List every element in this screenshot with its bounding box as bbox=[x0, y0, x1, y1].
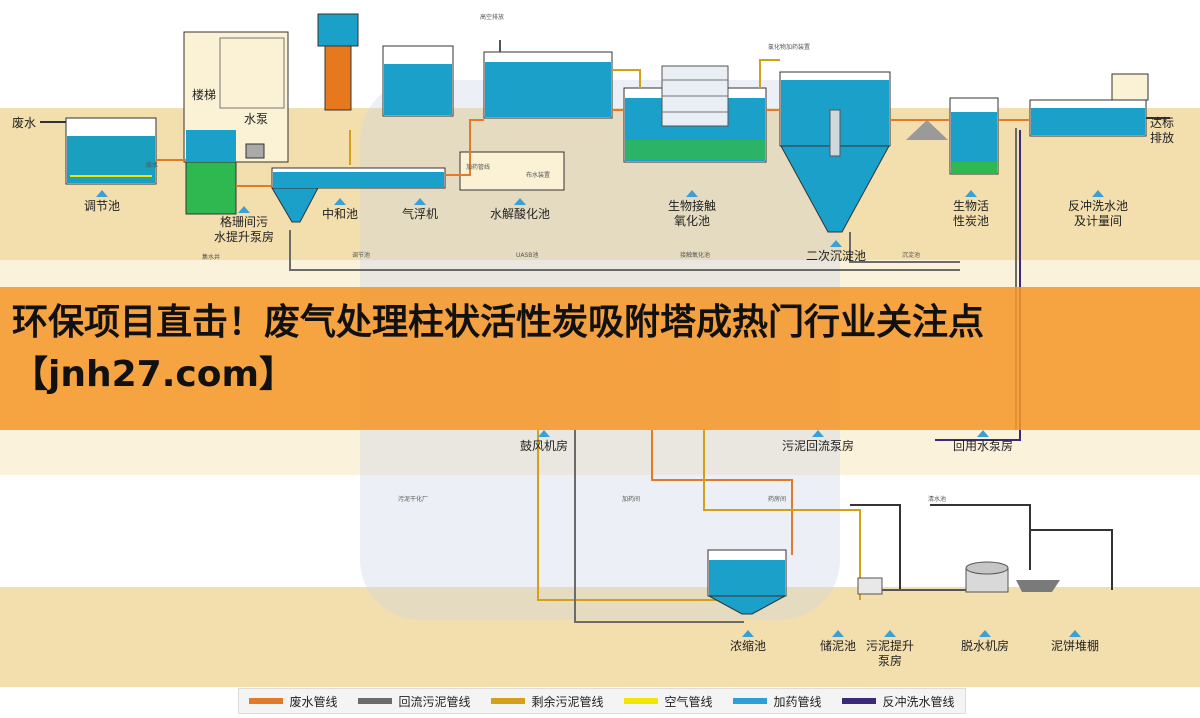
marker-icon bbox=[830, 240, 842, 247]
station-erci: 二次沉淀池 bbox=[804, 240, 868, 264]
marker-icon bbox=[977, 430, 989, 437]
marker-icon bbox=[884, 630, 896, 637]
station-geshan: 格珊间污 水提升泵房 bbox=[206, 206, 282, 245]
station-tuoshui-text: 脱水机房 bbox=[960, 639, 1009, 653]
marker-icon bbox=[334, 198, 346, 205]
legend-item: 回流污泥管线 bbox=[358, 693, 471, 710]
station-fanchong-line2: 及计量间 bbox=[1073, 214, 1122, 228]
label-shuibeng: 水泵 bbox=[244, 112, 269, 126]
station-chuni: 储泥池 bbox=[818, 630, 858, 654]
station-nibing: 泥饼堆棚 bbox=[1046, 630, 1104, 654]
marker-icon bbox=[979, 630, 991, 637]
marker-icon bbox=[686, 190, 698, 197]
legend-item: 废水管线 bbox=[249, 693, 338, 710]
label-jiayao-pipe: 加药管线 bbox=[466, 164, 491, 171]
station-tanci: 生物活 性炭池 bbox=[948, 190, 994, 229]
legend-item: 加药管线 bbox=[733, 693, 822, 710]
marker-icon bbox=[812, 430, 824, 437]
marker-icon bbox=[538, 430, 550, 437]
station-fanchong: 反冲洗水池 及计量间 bbox=[1064, 190, 1132, 229]
marker-icon bbox=[514, 198, 526, 205]
label-jishui: 集水井 bbox=[202, 254, 221, 261]
station-geshan-line2: 水提升泵房 bbox=[213, 230, 274, 244]
station-qifuji: 气浮机 bbox=[398, 198, 442, 222]
legend-swatch bbox=[842, 698, 877, 704]
legend-item: 反冲洗水管线 bbox=[842, 693, 955, 710]
marker-icon bbox=[414, 198, 426, 205]
station-chuni-text: 储泥池 bbox=[819, 639, 856, 653]
station-geshan-line1: 格珊间污 bbox=[219, 215, 268, 229]
legend-label: 空气管线 bbox=[664, 694, 713, 709]
marker-icon bbox=[1092, 190, 1104, 197]
legend-item: 剩余污泥管线 bbox=[491, 693, 604, 710]
station-wuni-huiliu-text: 污泥回流泵房 bbox=[781, 439, 854, 453]
station-zhongheci: 中和池 bbox=[318, 198, 362, 222]
label-louti: 楼梯 bbox=[192, 88, 217, 102]
legend-label: 废水管线 bbox=[289, 694, 338, 709]
label-dabiao-line2: 排放 bbox=[1150, 131, 1175, 145]
label-gaokong: 高空排放 bbox=[480, 14, 505, 21]
label-yaofang: 药房间 bbox=[768, 496, 787, 503]
station-wuni-huiliu: 污泥回流泵房 bbox=[778, 430, 858, 454]
label-wuni-gan: 污泥干化厂 bbox=[398, 496, 429, 503]
label-feishui: 废水 bbox=[12, 116, 37, 130]
legend-item: 空气管线 bbox=[624, 693, 713, 710]
station-nongsuo: 浓缩池 bbox=[728, 630, 768, 654]
legend-label: 剩余污泥管线 bbox=[531, 694, 604, 709]
station-zhongheci-text: 中和池 bbox=[321, 207, 358, 221]
label-feishui-small: 废水 bbox=[146, 162, 159, 169]
station-tuoshui: 脱水机房 bbox=[956, 630, 1014, 654]
headline-text: 环保项目直击！废气处理柱状活性炭吸附塔成热门行业关注点【jnh27.com】 bbox=[12, 302, 985, 395]
marker-icon bbox=[742, 630, 754, 637]
station-qifuji-text: 气浮机 bbox=[401, 207, 438, 221]
label-dabiao-line1: 达标 bbox=[1150, 116, 1175, 130]
label-tiaojie-small: 调节池 bbox=[352, 252, 371, 259]
label-jiechu-small: 接触氧化池 bbox=[680, 252, 711, 259]
pipe-legend: 废水管线 回流污泥管线 剩余污泥管线 空气管线 加药管线 反冲洗水管线 bbox=[238, 688, 966, 714]
legend-label: 反冲洗水管线 bbox=[882, 694, 955, 709]
headline-banner bbox=[0, 287, 1200, 430]
label-dabiao: 达标 排放 bbox=[1150, 116, 1174, 146]
marker-icon bbox=[832, 630, 844, 637]
station-wuni-tisheng-line1: 污泥提升 bbox=[865, 639, 914, 653]
legend-swatch bbox=[733, 698, 768, 704]
station-tiaojiechi: 调节池 bbox=[76, 190, 128, 214]
label-buqi: 布水装置 bbox=[526, 172, 551, 179]
station-shengwu-jiechu-line2: 氧化池 bbox=[673, 214, 710, 228]
station-erci-text: 二次沉淀池 bbox=[805, 249, 866, 263]
legend-swatch bbox=[249, 698, 284, 704]
legend-swatch bbox=[358, 698, 393, 704]
legend-swatch bbox=[491, 698, 526, 704]
legend-swatch bbox=[624, 698, 659, 704]
legend-label: 回流污泥管线 bbox=[398, 694, 471, 709]
marker-icon bbox=[965, 190, 977, 197]
label-chendian-small: 沉淀池 bbox=[902, 252, 921, 259]
marker-icon bbox=[1069, 630, 1081, 637]
station-huiyong-text: 回用水泵房 bbox=[952, 439, 1013, 453]
label-qingshui: 清水池 bbox=[928, 496, 947, 503]
label-uasb: UASB池 bbox=[516, 252, 539, 259]
station-nongsuo-text: 浓缩池 bbox=[729, 639, 766, 653]
station-nibing-text: 泥饼堆棚 bbox=[1050, 639, 1099, 653]
station-fanchong-line1: 反冲洗水池 bbox=[1067, 199, 1128, 213]
station-shuijie: 水解酸化池 bbox=[488, 198, 552, 222]
legend-label: 加药管线 bbox=[773, 694, 822, 709]
marker-icon bbox=[238, 206, 250, 213]
label-tougyao: 氯化物加药装置 bbox=[768, 44, 811, 51]
station-gufeng-text: 鼓风机房 bbox=[519, 439, 568, 453]
station-wuni-tisheng-line2: 泵房 bbox=[877, 654, 902, 668]
station-shuijie-text: 水解酸化池 bbox=[489, 207, 550, 221]
station-wuni-tisheng: 污泥提升 泵房 bbox=[862, 630, 918, 669]
station-tanci-line2: 性炭池 bbox=[952, 214, 989, 228]
station-shengwu-jiechu: 生物接触 氧化池 bbox=[664, 190, 720, 229]
station-tiaojiechi-text: 调节池 bbox=[83, 199, 120, 213]
label-jiayao-jian: 加药间 bbox=[622, 496, 641, 503]
station-huiyong: 回用水泵房 bbox=[946, 430, 1020, 454]
marker-icon bbox=[96, 190, 108, 197]
station-tanci-line1: 生物活 bbox=[952, 199, 989, 213]
station-gufeng: 鼓风机房 bbox=[516, 430, 572, 454]
station-shengwu-jiechu-line1: 生物接触 bbox=[667, 199, 716, 213]
